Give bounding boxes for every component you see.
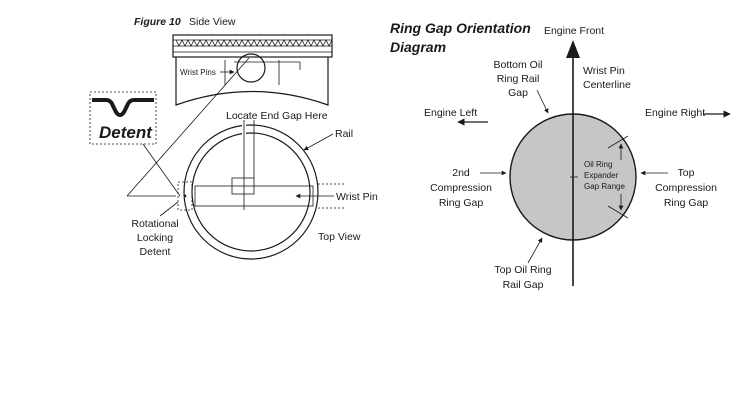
rail-arrow — [303, 133, 334, 151]
engine-front-arrowhead — [566, 40, 580, 58]
wrist-pin-centerline-label: Wrist Pin Centerline — [583, 65, 631, 91]
detent-leader — [142, 143, 181, 197]
expander-gap-range: Oil Ring Expander Gap Range — [584, 135, 629, 219]
svg-text:Top Oil Ring: Top Oil Ring — [494, 264, 551, 276]
piston-side-view — [172, 34, 333, 106]
figure-number: Figure 10 — [134, 16, 181, 28]
detent-callout: Detent — [89, 91, 157, 145]
top-oil-ring-rail-gap-label: Top Oil Ring Rail Gap — [494, 264, 551, 291]
svg-text:Oil Ring: Oil Ring — [584, 160, 612, 169]
svg-text:Top: Top — [678, 167, 695, 179]
rail-label: Rail — [335, 128, 353, 140]
svg-text:2nd: 2nd — [452, 167, 470, 179]
bottom-oil-ring-arrow — [536, 89, 549, 114]
svg-text:Rotational: Rotational — [131, 218, 178, 230]
detent-label: Detent — [99, 123, 153, 142]
svg-text:Compression: Compression — [430, 182, 492, 194]
side-view-label: Side View — [189, 16, 236, 28]
svg-text:Wrist Pin: Wrist Pin — [583, 65, 625, 77]
engine-front-label: Engine Front — [544, 25, 604, 37]
piston-top-view — [177, 120, 345, 260]
bottom-oil-ring-rail-gap-label: Bottom Oil Ring Rail Gap — [493, 59, 542, 99]
svg-text:Gap Range: Gap Range — [584, 182, 625, 191]
svg-text:Diagram: Diagram — [390, 39, 446, 55]
svg-text:Centerline: Centerline — [583, 79, 631, 91]
svg-text:Compression: Compression — [655, 182, 717, 194]
svg-text:Ring Rail: Ring Rail — [497, 73, 540, 85]
svg-text:Ring Gap Orientation: Ring Gap Orientation — [390, 20, 531, 36]
svg-text:Gap: Gap — [508, 87, 528, 99]
rotational-detent-leader — [159, 201, 179, 217]
svg-text:Expander: Expander — [584, 171, 619, 180]
wrist-pin-label: Wrist Pin — [336, 191, 378, 203]
svg-text:Ring Gap: Ring Gap — [439, 197, 484, 209]
rotational-locking-detent-label: Rotational Locking Detent — [131, 218, 178, 258]
svg-text:Detent: Detent — [140, 246, 171, 258]
magnify-leader-top — [126, 57, 250, 197]
diagram-title: Ring Gap Orientation Diagram — [390, 20, 531, 55]
svg-text:Rail Gap: Rail Gap — [503, 279, 544, 291]
wrist-pins-label: Wrist Pins — [180, 68, 216, 77]
svg-text:Bottom Oil: Bottom Oil — [493, 59, 542, 71]
svg-text:Locking: Locking — [137, 232, 173, 244]
engine-left-label: Engine Left — [424, 107, 477, 119]
locate-end-gap-label: Locate End Gap Here — [226, 110, 328, 122]
second-compression-ring-gap-label: 2nd Compression Ring Gap — [430, 167, 492, 209]
engine-right-label: Engine Right — [645, 107, 705, 119]
top-oil-ring-arrow — [527, 237, 543, 264]
top-compression-ring-gap-label: Top Compression Ring Gap — [655, 167, 717, 209]
top-view-label: Top View — [318, 231, 361, 243]
svg-text:Ring Gap: Ring Gap — [664, 197, 709, 209]
